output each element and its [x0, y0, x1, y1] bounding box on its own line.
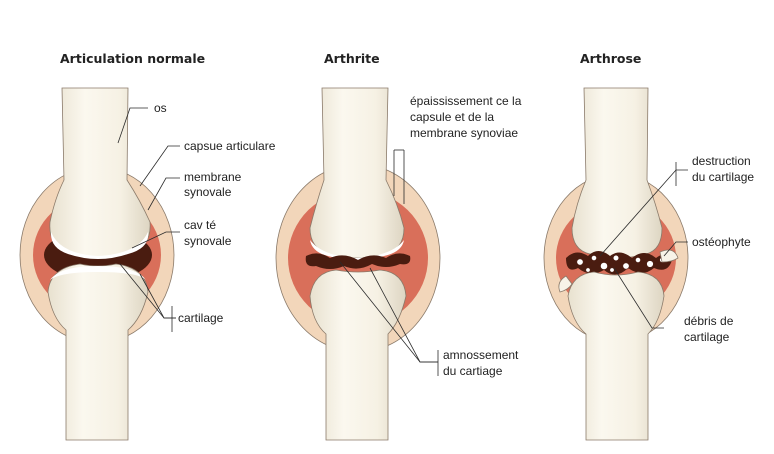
panel-title-normal: Articulation normale [60, 51, 205, 66]
label-cavity-line1: cav té [184, 218, 216, 232]
label-bone: os [154, 101, 167, 115]
label-cartilage: cartilage [178, 311, 224, 325]
label-thickening-line2: capsule et de la [410, 110, 494, 124]
lower-bone [310, 270, 406, 440]
panel-title-arthritis: Arthrite [324, 51, 380, 66]
lower-bone [48, 264, 148, 440]
label-debris-line2: cartilage [684, 330, 730, 344]
label-membrane-line1: membrane [184, 170, 242, 184]
label-debris-line1: débris de [684, 314, 734, 328]
panel-arthritis: Arthrite épaississement ce la capsule et… [276, 51, 522, 440]
lower-bone [568, 272, 664, 440]
upper-bone [572, 88, 662, 258]
upper-bone [50, 88, 150, 257]
label-osteophyte: ostéophyte [692, 235, 751, 249]
label-thickening-line3: membrane synoviae [410, 126, 518, 140]
label-thinning-line2: du cartiage [443, 364, 503, 378]
label-destruction-line1: destruction [692, 154, 751, 168]
label-capsule: capsue articulare [184, 139, 276, 153]
label-membrane-line2: synovale [184, 185, 232, 199]
label-thinning-line1: amnossement [443, 348, 519, 362]
label-cavity-line2: synovale [184, 234, 232, 248]
panel-title-osteoarthritis: Arthrose [580, 51, 641, 66]
label-thickening-line1: épaississement ce la [410, 94, 522, 108]
panel-osteoarthritis: Arthrose destruction [544, 51, 754, 440]
panel-normal-joint: Articulation normale os capsue articular… [20, 51, 276, 440]
label-destruction-line2: du cartilage [692, 170, 754, 184]
